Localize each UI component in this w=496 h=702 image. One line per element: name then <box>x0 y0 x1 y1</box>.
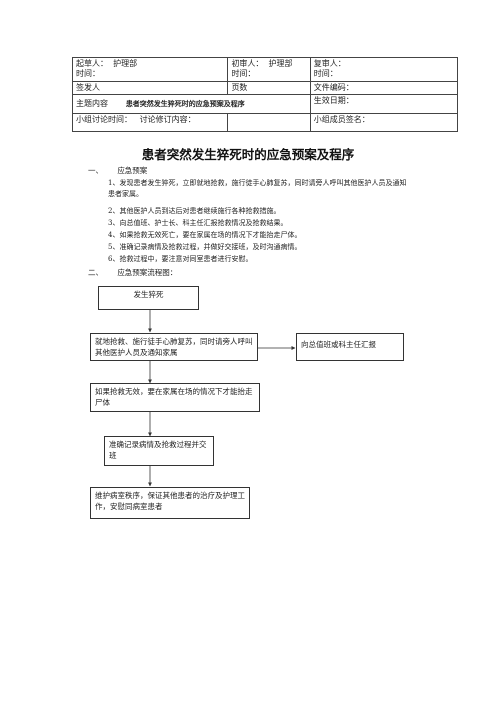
document-title: 患者突然发生猝死时的应急预案及程序 <box>141 147 355 162</box>
second-reviewer-cell: 复审人： 时间： <box>309 57 459 82</box>
flow-step-report-supervisor: 向总值班或科主任汇报 <box>296 333 404 361</box>
drafter-value: 护理部 <box>113 59 138 68</box>
discussion-time-label: 小组讨论时间： <box>76 115 132 124</box>
flow-step-label: 发生猝死 <box>133 290 164 299</box>
topic-value: 患者突然发生猝死时的应急预案及程序 <box>125 99 245 108</box>
effective-date-label: 生效日期： <box>313 96 354 105</box>
plan-item-1: 1、发现患者发生猝死，立即就地抢救，施行徒手心肺复苏，同时请旁人呼叫其他医护人员… <box>108 179 407 198</box>
section-number: 一、 <box>88 166 103 175</box>
doc-code-label: 文件编码： <box>313 83 354 92</box>
discussion-time-cell: 小组讨论时间： 讨论修订内容： <box>71 113 228 132</box>
section-flowchart-heading: 二、 应急预案流程图： <box>88 268 177 278</box>
member-sign-cell: 小组成员签名： <box>309 113 459 132</box>
first-reviewer-value: 护理部 <box>268 59 293 68</box>
plan-item-3: 3、向总值班、护士长、科主任汇报抢救情况及抢救结果。 <box>108 219 288 227</box>
flow-step-label: 准确记录病情及抢救过程并交班 <box>109 440 207 460</box>
flow-step-label: 向总值班或科主任汇报 <box>301 340 376 349</box>
topic-label: 主题内容 <box>76 99 108 108</box>
section-title: 应急预案流程图： <box>117 268 178 277</box>
drafter-cell: 起草人： 护理部 时间： <box>71 57 229 82</box>
section-number: 二、 <box>88 268 103 277</box>
flow-step-label: 维护病室秩序，保证其他患者的治疗及护理工作，安慰同病室患者 <box>95 491 245 511</box>
plan-item-4: 4、如果抢救无效死亡，要在家属在场的情况下才能抬走尸体。 <box>108 231 302 239</box>
drafter-label: 起草人： <box>76 59 108 68</box>
revision-content-cell <box>227 113 311 132</box>
flow-step-label: 如果抢救无效，要在家属在场的情况下才能抬走尸体 <box>95 387 253 407</box>
pages-label: 页数 <box>231 83 248 92</box>
first-reviewer-label: 初审人： <box>231 59 264 68</box>
drafter-time-label: 时间： <box>76 69 100 78</box>
revision-content-label: 讨论修订内容： <box>139 115 196 124</box>
flow-step-body-removal: 如果抢救无效，要在家属在场的情况下才能抬走尸体 <box>90 383 260 412</box>
plan-item-5: 5、准确记录病情及抢救过程，并做好交接班，及时沟通病情。 <box>108 243 302 251</box>
issuer-label: 签发人 <box>76 83 100 92</box>
flow-step-maintain-order: 维护病室秩序，保证其他患者的治疗及护理工作，安慰同病室患者 <box>90 487 250 519</box>
flow-step-cpr: 就地抢救、施行徒手心肺复苏，同时请旁人呼叫其他医护人员及通知家属 <box>90 333 258 361</box>
flow-step-sudden-death: 发生猝死 <box>98 286 199 310</box>
second-reviewer-time-label: 时间： <box>313 69 338 78</box>
second-reviewer-label: 复审人： <box>313 59 346 68</box>
document-header-table: 起草人： 护理部 时间： 初审人： 护理部 时间： 复审人： 时间： 签发人 页… <box>71 57 459 132</box>
flow-step-record-handover: 准确记录病情及抢救过程并交班 <box>104 436 214 466</box>
section-emergency-plan-heading: 一、 应急预案 <box>88 166 147 176</box>
section-title: 应急预案 <box>117 166 148 175</box>
flow-step-label: 就地抢救、施行徒手心肺复苏，同时请旁人呼叫其他医护人员及通知家属 <box>95 337 253 357</box>
member-sign-label: 小组成员签名： <box>313 115 370 124</box>
first-reviewer-time-label: 时间： <box>231 69 256 78</box>
plan-item-2: 2、其他医护人员到达后对患者继续施行各种抢救措施。 <box>108 207 281 215</box>
plan-item-6: 6、抢救过程中，要注意对同室患者进行安慰。 <box>108 255 253 263</box>
